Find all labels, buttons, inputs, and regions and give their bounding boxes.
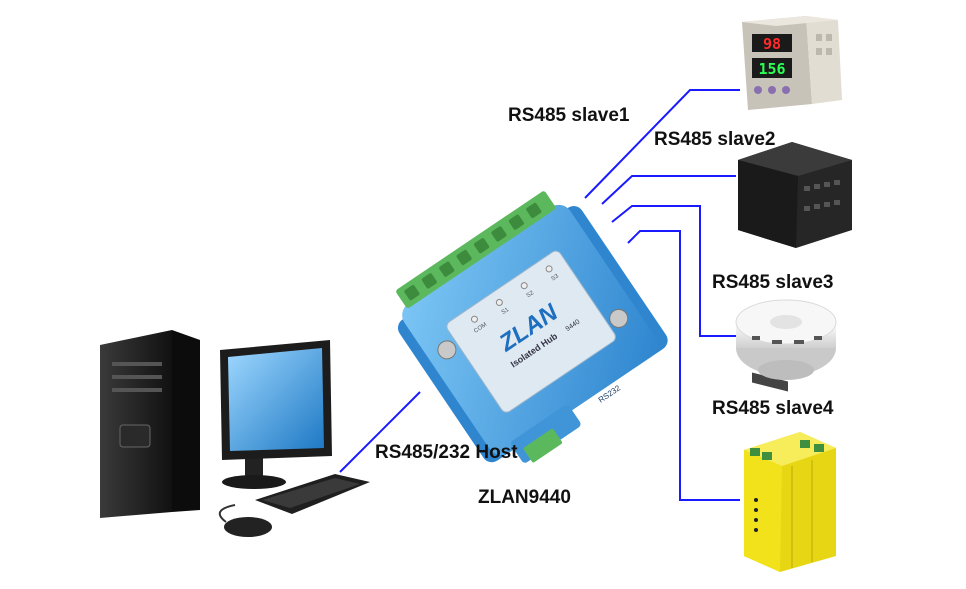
smoke-detector [735, 299, 837, 380]
wire-slave4 [627, 230, 740, 501]
monitor-screen [228, 348, 324, 451]
wire-slave2 [601, 175, 736, 205]
label-model: ZLAN9440 [478, 487, 571, 508]
label-slave3: RS485 slave3 [712, 272, 834, 293]
mouse [224, 517, 272, 537]
wire-slave3 [611, 205, 740, 337]
label-slave2: RS485 slave2 [654, 129, 776, 150]
wire-slave1 [584, 89, 740, 199]
wires [339, 89, 740, 501]
hub-led-label-s1: S1 [501, 307, 511, 316]
wire-host [339, 391, 421, 473]
label-slave4: RS485 slave4 [712, 398, 834, 419]
label-host: RS485/232 Host [375, 442, 518, 463]
controller-bottom-display: 156 [758, 60, 785, 78]
safety-relay [744, 432, 836, 572]
zlan-hub: COM S1 S2 S3 ZLAN Isolated Hub 9440 RS23… [396, 191, 668, 463]
controller-top-display: 98 [763, 35, 781, 53]
temperature-controller: 98 156 [742, 16, 842, 110]
terminal-block-host [523, 428, 563, 463]
computer [100, 330, 370, 537]
label-slave1: RS485 slave1 [508, 105, 630, 126]
hub-led-label-s2: S2 [526, 290, 536, 299]
hub-led-label-s3: S3 [551, 273, 561, 282]
plc [738, 142, 852, 392]
